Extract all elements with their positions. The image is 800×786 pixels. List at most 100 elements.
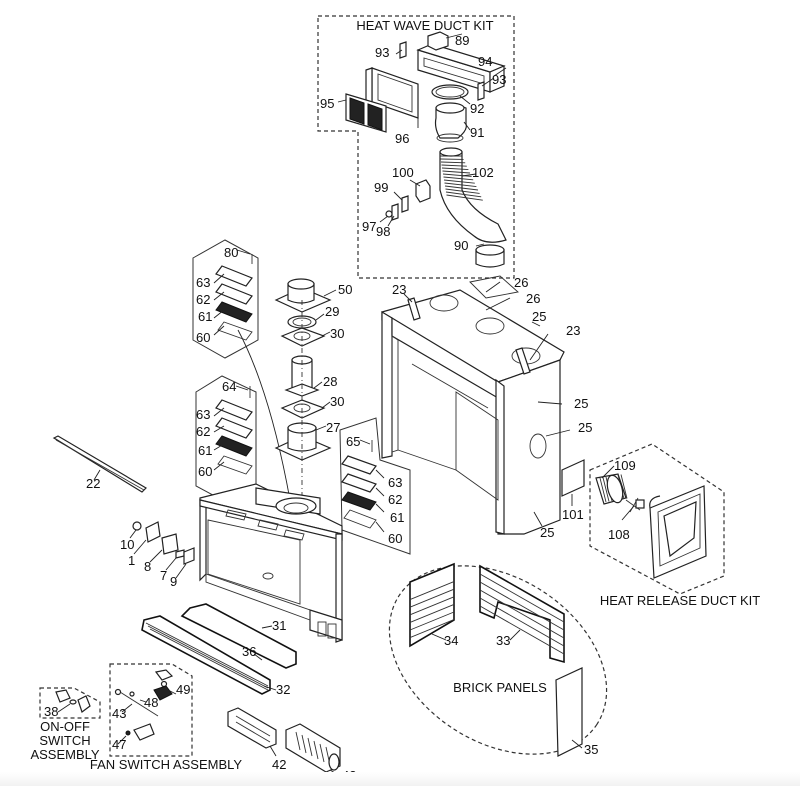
detail-line: [445, 188, 480, 194]
detail-line: [444, 185, 479, 191]
callout-31: 31: [272, 618, 286, 633]
callout-38: 38: [44, 704, 58, 719]
detail-line: [441, 164, 467, 167]
heat-wave-duct-kit: HEAT WAVE DUCT KIT: [317, 15, 515, 279]
brick-panels-kit: BRICK PANELS 34 33 35: [388, 562, 608, 757]
fan-switch-assembly: 49 48 43 47 FAN SWITCH ASSEMBLY: [90, 663, 243, 772]
callout-60: 60: [198, 464, 212, 479]
part-99-switch: [401, 195, 409, 213]
callout-9: 9: [170, 574, 177, 589]
floor-brick-panels: 31 36 32: [141, 603, 297, 697]
callout-35: 35: [584, 742, 598, 757]
part-42-blower: [227, 707, 277, 749]
heat-wave-kit-title: HEAT WAVE DUCT KIT: [356, 18, 493, 33]
detail-line: [409, 611, 455, 631]
mid-vent-cover-group: 64 63 62 61 60: [195, 375, 257, 501]
callout-50: 50: [338, 282, 352, 297]
on-off-title-line2: SWITCH: [39, 733, 90, 748]
callout-99: 99: [374, 180, 388, 195]
callout-34: 34: [444, 633, 458, 648]
hood-cap: [649, 485, 707, 579]
on-off-title-line3: ASSEMBLY: [30, 747, 99, 762]
detail-line: [445, 191, 482, 198]
part-22-rail: 22: [52, 435, 147, 493]
part-34-side-panel: [409, 562, 455, 648]
fan-switch-title: FAN SWITCH ASSEMBLY: [90, 757, 243, 772]
heat-wave-kit-border: [317, 15, 515, 279]
callout-61: 61: [198, 309, 212, 324]
on-off-switch-assembly: 38 ON-OFF SWITCH ASSEMBLY: [30, 687, 101, 762]
callout-25: 25: [578, 420, 592, 435]
callout-63: 63: [388, 475, 402, 490]
right-vent-cover-group: 65 63 62 61 60: [339, 417, 411, 555]
callout-47: 47: [112, 737, 126, 752]
blowers: 42 42: [227, 707, 356, 783]
callout-25: 25: [540, 525, 554, 540]
callout-100: 100: [392, 165, 414, 180]
callout-95: 95: [320, 96, 334, 111]
detail-line: [409, 588, 455, 608]
detail-line: [479, 589, 565, 639]
callout-60: 60: [388, 531, 402, 546]
callout-42: 42: [272, 757, 286, 772]
callout-22: 22: [86, 476, 100, 491]
detail-line: [409, 603, 455, 623]
detail-line: [620, 474, 628, 499]
callout-43: 43: [112, 706, 126, 721]
callout-109: 109: [614, 458, 636, 473]
heat-release-kit-border: [589, 443, 725, 595]
heat-release-duct-kit: HEAT RELEASE DUCT KIT 109 108: [589, 443, 760, 608]
detail-line: [599, 477, 607, 503]
bottom-edge: [0, 772, 800, 786]
brick-panels-border: [388, 565, 608, 755]
detail-line: [301, 734, 307, 754]
callout-23: 23: [392, 282, 406, 297]
callout-63: 63: [196, 275, 210, 290]
top-vent-cover-group: 80 63 62 61 60: [192, 239, 291, 501]
callout-10: 10: [120, 537, 134, 552]
detail-line: [479, 597, 565, 647]
part-47-sensor: [133, 723, 155, 741]
part-33-back-panel: [479, 564, 565, 664]
part-95-grille: [345, 93, 387, 133]
part-109-flex-duct: [595, 473, 628, 505]
detail-line: [442, 170, 471, 174]
control-parts: 10 1 8 7 9: [120, 521, 195, 589]
callout-49: 49: [176, 682, 190, 697]
part-102-flex-duct: [439, 147, 507, 243]
callout-91: 91: [470, 125, 484, 140]
heat-release-kit-title: HEAT RELEASE DUCT KIT: [600, 593, 760, 608]
callout-62: 62: [388, 492, 402, 507]
callout-96: 96: [395, 131, 409, 146]
detail-line: [440, 161, 466, 164]
callout-27: 27: [326, 420, 340, 435]
detail-line: [409, 581, 455, 601]
part-97-knob: [385, 210, 393, 218]
detail-line: [295, 731, 301, 751]
detail-line: [409, 596, 455, 616]
part-94-plenum: [416, 31, 506, 93]
detail-line: [313, 740, 319, 760]
callout-101: 101: [562, 507, 584, 522]
callout-62: 62: [196, 292, 210, 307]
on-off-title-line1: ON-OFF: [40, 719, 90, 734]
part-10-knob: [132, 521, 142, 531]
callout-92: 92: [470, 101, 484, 116]
part-108-damper: [625, 497, 645, 513]
callout-60: 60: [196, 330, 210, 345]
callout-36: 36: [242, 644, 256, 659]
detail-line: [479, 605, 565, 655]
callout-80: 80: [224, 245, 238, 260]
callout-29: 29: [325, 304, 339, 319]
detail-line: [441, 167, 469, 171]
callout-1: 1: [128, 553, 135, 568]
callout-30: 30: [330, 326, 344, 341]
callout-26: 26: [526, 291, 540, 306]
callout-93: 93: [375, 45, 389, 60]
vent-pipe-stack: 50 29 30 28 30 27: [274, 278, 352, 500]
detail-line: [319, 743, 325, 763]
callout-25: 25: [574, 396, 588, 411]
stacked-plates: [215, 254, 253, 341]
callout-23: 23: [566, 323, 580, 338]
